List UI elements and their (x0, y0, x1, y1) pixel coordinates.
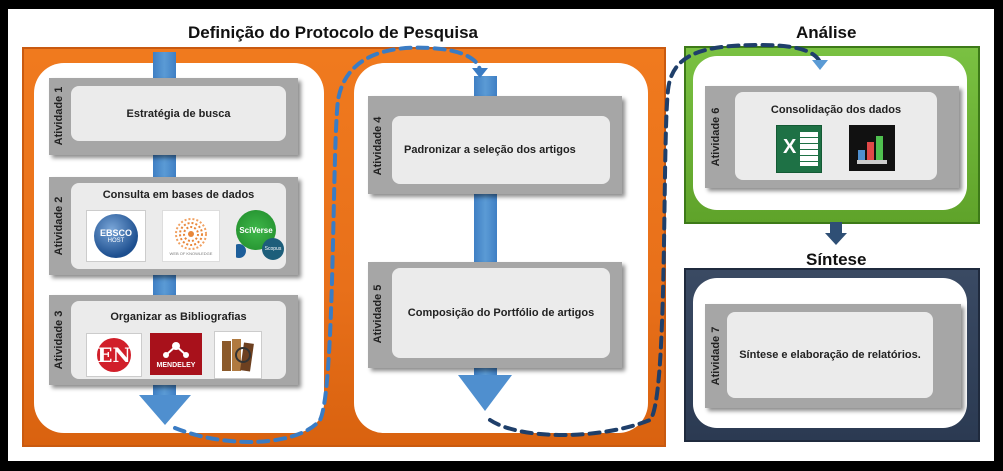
chart-icon (849, 125, 895, 171)
scopus-icon: Scopus (262, 238, 284, 260)
dashed-connector-left-head (472, 68, 488, 78)
activity-6-box: Consolidação dos dados (735, 92, 937, 180)
excel-grid-icon (800, 132, 818, 166)
flow-arrow-left-head (139, 395, 191, 425)
activity-5-card: Composição do Portfólio de artigos (368, 262, 622, 368)
activity-1-card: Estratégia de busca (49, 78, 298, 155)
activity-1-text: Estratégia de busca (126, 107, 231, 120)
endnote-icon: EN (97, 338, 131, 372)
activity-4-box: Padronizar a seleção dos artigos (392, 116, 610, 184)
analysis-to-synthesis-shaft (830, 222, 842, 234)
ebsco-logo: EBSCO HOST (86, 210, 146, 262)
activity-1-box: Estratégia de busca (71, 86, 286, 141)
mendeley-logo: MENDELEY (150, 333, 202, 375)
activity-7-box: Síntese e elaboração de relatórios. (727, 312, 933, 398)
web-of-knowledge-icon (175, 217, 207, 250)
endnote-logo: EN (86, 333, 142, 377)
bar-chart-icon (857, 136, 887, 164)
excel-x-icon: X (783, 136, 797, 158)
activity-5-text: Composição do Portfólio de artigos (407, 307, 595, 319)
dashed-connector-right-head (812, 60, 828, 70)
activity-4-text: Padronizar a seleção dos artigos (404, 144, 576, 156)
flow-arrow-right-head (458, 375, 512, 411)
ebsco-sub-text: HOST (107, 238, 125, 244)
sciverse-icon: SciVerse (236, 210, 276, 250)
wok-text: WEB OF KNOWLEDGE (169, 250, 213, 256)
excel-icon: X (776, 125, 822, 173)
books-icon (214, 331, 262, 379)
sciverse-blue-dot-icon (236, 244, 246, 258)
web-of-knowledge-logo: WEB OF KNOWLEDGE (162, 210, 220, 262)
activity-3-text: Organizar as Bibliografias (110, 311, 247, 323)
dashed-connector-left (173, 45, 482, 444)
ebsco-circle-icon: EBSCO HOST (94, 214, 138, 258)
activity-5-box: Composição do Portfólio de artigos (392, 268, 610, 358)
activity-7-card: Síntese e elaboração de relatórios. (705, 304, 961, 408)
books-stack-icon (222, 339, 254, 372)
activity-6-card: Consolidação dos dados (705, 86, 959, 188)
sciverse-text: SciVerse (239, 225, 273, 235)
activity-2-text: Consulta em bases de dados (102, 189, 255, 201)
activity-7-text: Síntese e elaboração de relatórios. (739, 349, 921, 361)
activity-4-card: Padronizar a seleção dos artigos (368, 96, 622, 194)
synthesis-title: Síntese (806, 250, 867, 269)
activity-6-text: Consolidação dos dados (770, 104, 902, 116)
sciverse-logo: SciVerse Scopus (236, 210, 288, 260)
mendeley-network-icon (163, 341, 189, 358)
analysis-to-synthesis-head (825, 233, 847, 245)
analysis-title: Análise (796, 23, 857, 42)
protocol-title: Definição do Protocolo de Pesquisa (188, 23, 478, 42)
mendeley-text: MENDELEY (156, 361, 196, 369)
dashed-connector-right (488, 42, 822, 437)
ebsco-text: EBSCO (99, 228, 132, 238)
scopus-text: Scopus (264, 246, 282, 252)
